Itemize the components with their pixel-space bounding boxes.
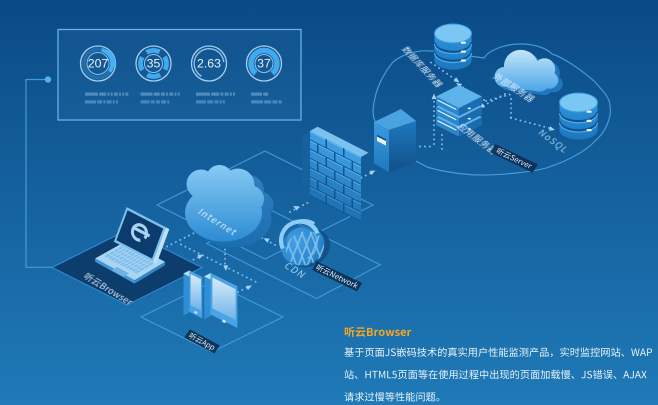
svg-text:37: 37 — [257, 57, 271, 71]
svg-text:35: 35 — [147, 57, 161, 71]
svg-text:2.63: 2.63 — [197, 57, 221, 71]
svg-text:207: 207 — [88, 57, 109, 71]
